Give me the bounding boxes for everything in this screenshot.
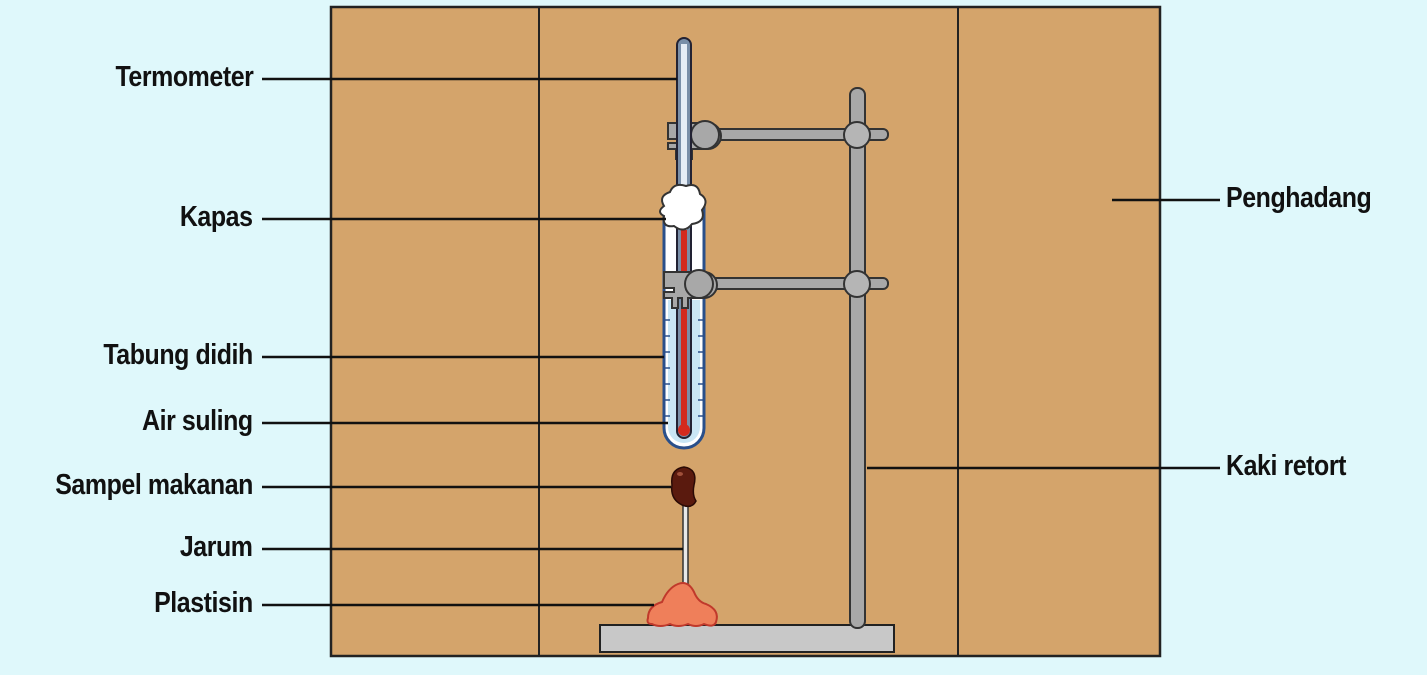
screen-penghadang (329, 5, 1162, 658)
label-tabung-didih: Tabung didih (103, 339, 253, 371)
cotton-wool (659, 183, 707, 231)
label-air-suling: Air suling (142, 405, 253, 437)
label-sampel-makanan: Sampel makanan (55, 469, 253, 501)
label-kaki-retort: Kaki retort (1226, 450, 1347, 482)
thermometer (676, 37, 692, 439)
food-sample (670, 466, 697, 508)
retort-base (599, 624, 895, 653)
label-plastisin: Plastisin (154, 587, 253, 619)
needle (682, 502, 689, 594)
retort-rod (849, 87, 866, 629)
label-penghadang: Penghadang (1226, 182, 1372, 214)
label-termometer: Termometer (114, 61, 253, 93)
lower-clamp (663, 269, 889, 309)
plasticine (646, 582, 718, 627)
label-jarum: Jarum (180, 531, 253, 563)
label-kapas: Kapas (180, 201, 253, 233)
leader-lines (262, 77, 1220, 607)
thermometer-liquid (681, 230, 687, 426)
